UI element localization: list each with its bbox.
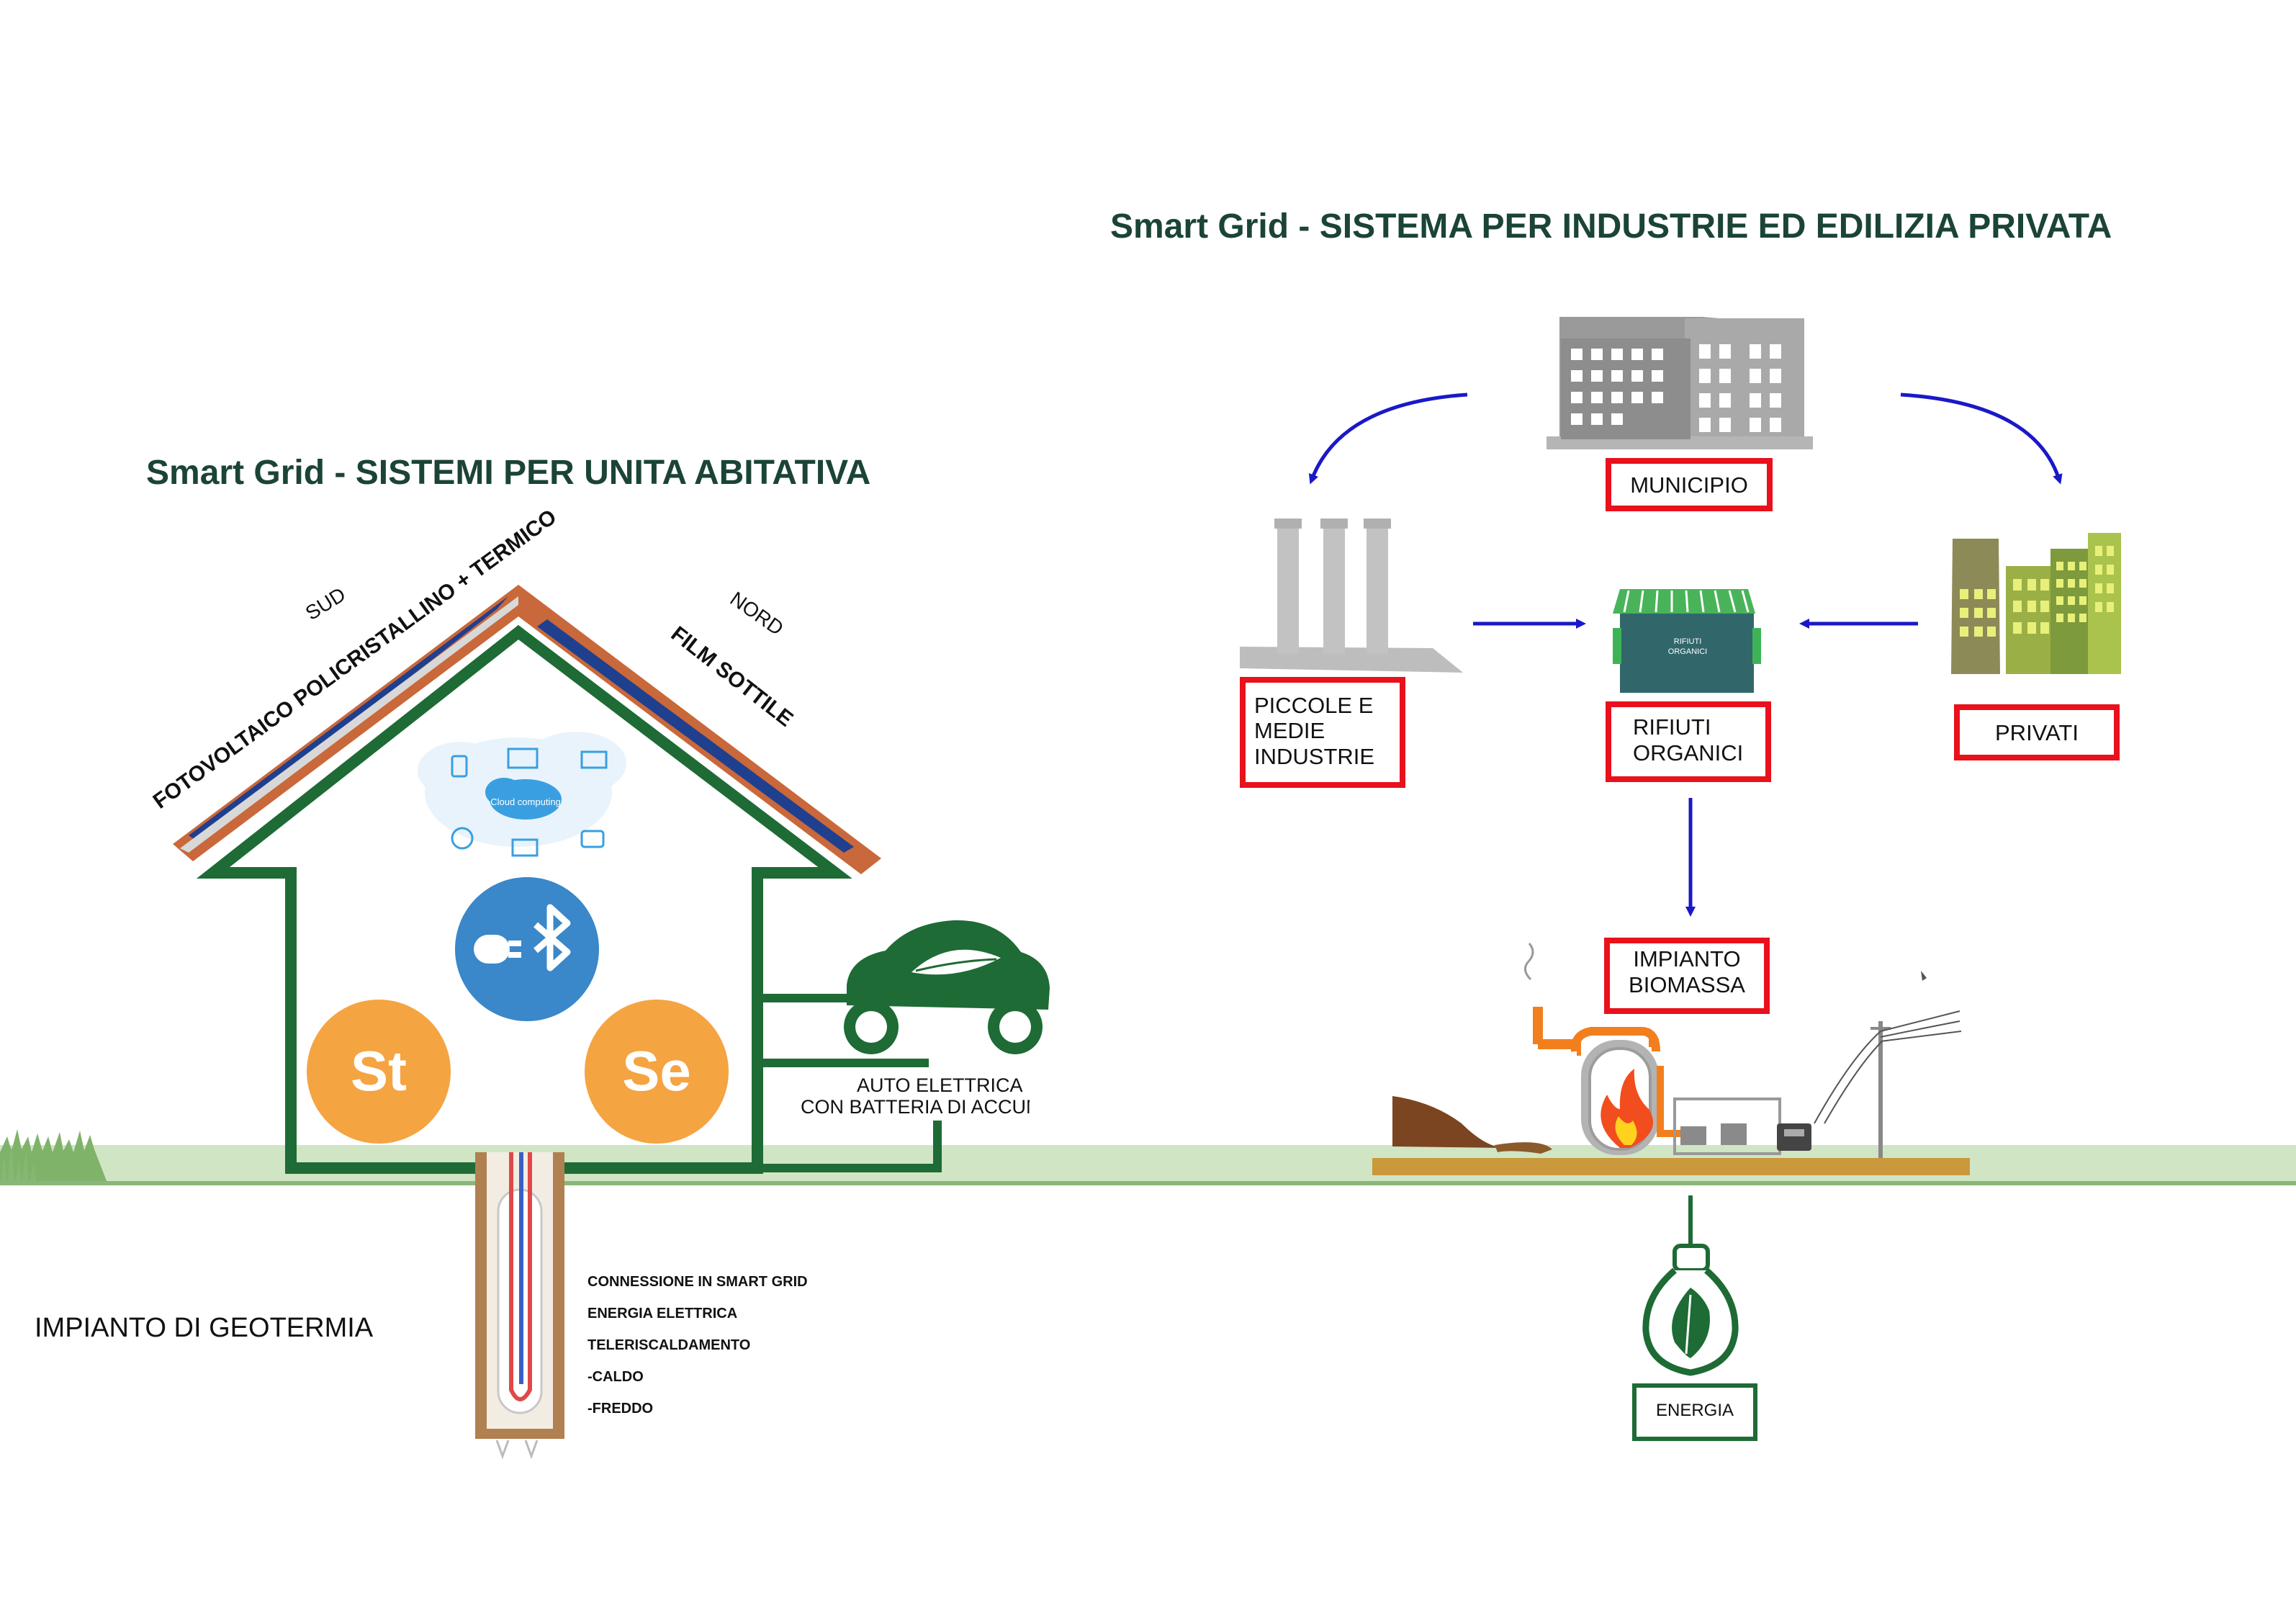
bin-sign-1: RIFIUTI bbox=[1674, 637, 1702, 646]
svg-text:PICCOLE E: PICCOLE E bbox=[1254, 693, 1373, 718]
svg-text:MEDIE: MEDIE bbox=[1254, 718, 1325, 743]
roof bbox=[173, 585, 881, 874]
cloud-computing-icon: Cloud computing bbox=[418, 732, 626, 857]
bluetooth-plug-icon bbox=[455, 877, 599, 1021]
car-label-2: CON BATTERIA DI ACCUM bbox=[801, 1096, 1043, 1118]
municipio-building-icon bbox=[1547, 317, 1813, 449]
st-label: St bbox=[351, 1039, 407, 1103]
roof-south-label: SUD bbox=[302, 583, 350, 624]
connection-item: CONNESSIONE IN SMART GRID bbox=[587, 1274, 808, 1290]
svg-text:IMPIANTO: IMPIANTO bbox=[1633, 946, 1740, 971]
grass-strip bbox=[0, 1129, 2296, 1185]
organic-waste-bin-icon: RIFIUTI ORGANICI bbox=[1613, 589, 1761, 693]
cloud-label: Cloud computing bbox=[490, 796, 561, 807]
svg-text:MUNICIPIO: MUNICIPIO bbox=[1630, 472, 1748, 498]
connection-item: -FREDDO bbox=[587, 1401, 653, 1417]
biomassa-label: IMPIANTO BIOMASSA bbox=[1604, 938, 1770, 1014]
private-buildings-icon bbox=[1951, 533, 2121, 674]
svg-text:PRIVATI: PRIVATI bbox=[1995, 720, 2079, 745]
right-title: Smart Grid - SISTEMA PER INDUSTRIE ED ED… bbox=[1110, 207, 2112, 246]
svg-text:ORGANICI: ORGANICI bbox=[1633, 740, 1743, 766]
bin-sign-2: ORGANICI bbox=[1668, 647, 1707, 656]
electric-car-icon bbox=[844, 920, 1050, 1054]
rifiuti-label: RIFIUTI ORGANICI bbox=[1606, 701, 1771, 782]
factory-icon bbox=[1240, 519, 1463, 673]
arrow-municipio-privati bbox=[1900, 392, 2063, 485]
municipio-label: MUNICIPIO bbox=[1606, 458, 1773, 511]
energy-bulb-icon bbox=[1642, 1195, 1739, 1376]
arrow-municipio-industrie bbox=[1308, 392, 1468, 485]
car-label-1: AUTO ELETTRICA bbox=[857, 1074, 1023, 1096]
privati-label: PRIVATI bbox=[1954, 704, 2120, 760]
connection-item: ENERGIA ELETTRICA bbox=[587, 1306, 737, 1321]
geothermal-label: IMPIANTO DI GEOTERMIA bbox=[35, 1313, 374, 1343]
car-label-mask bbox=[1030, 1095, 1073, 1123]
industrie-label: PICCOLE E MEDIE INDUSTRIE bbox=[1240, 677, 1405, 788]
geothermal-probe bbox=[475, 1152, 564, 1460]
svg-text:RIFIUTI: RIFIUTI bbox=[1633, 714, 1711, 740]
svg-text:BIOMASSA: BIOMASSA bbox=[1629, 972, 1745, 997]
se-circle: Se bbox=[585, 1000, 729, 1144]
svg-text:INDUSTRIE: INDUSTRIE bbox=[1254, 744, 1374, 769]
left-title: Smart Grid - SISTEMI PER UNITA ABITATIVA bbox=[146, 454, 870, 492]
connection-item: TELERISCALDAMENTO bbox=[587, 1337, 750, 1353]
st-circle: St bbox=[307, 1000, 451, 1144]
connection-list: CONNESSIONE IN SMART GRID ENERGIA ELETTR… bbox=[587, 1274, 808, 1417]
biomass-plant-icon bbox=[1372, 943, 1970, 1175]
se-label: Se bbox=[622, 1039, 690, 1103]
connection-item: -CALDO bbox=[587, 1369, 644, 1385]
svg-text:ENERGIA: ENERGIA bbox=[1656, 1401, 1734, 1420]
roof-north-label: NORD bbox=[726, 588, 788, 640]
energia-label: ENERGIA bbox=[1632, 1383, 1757, 1441]
